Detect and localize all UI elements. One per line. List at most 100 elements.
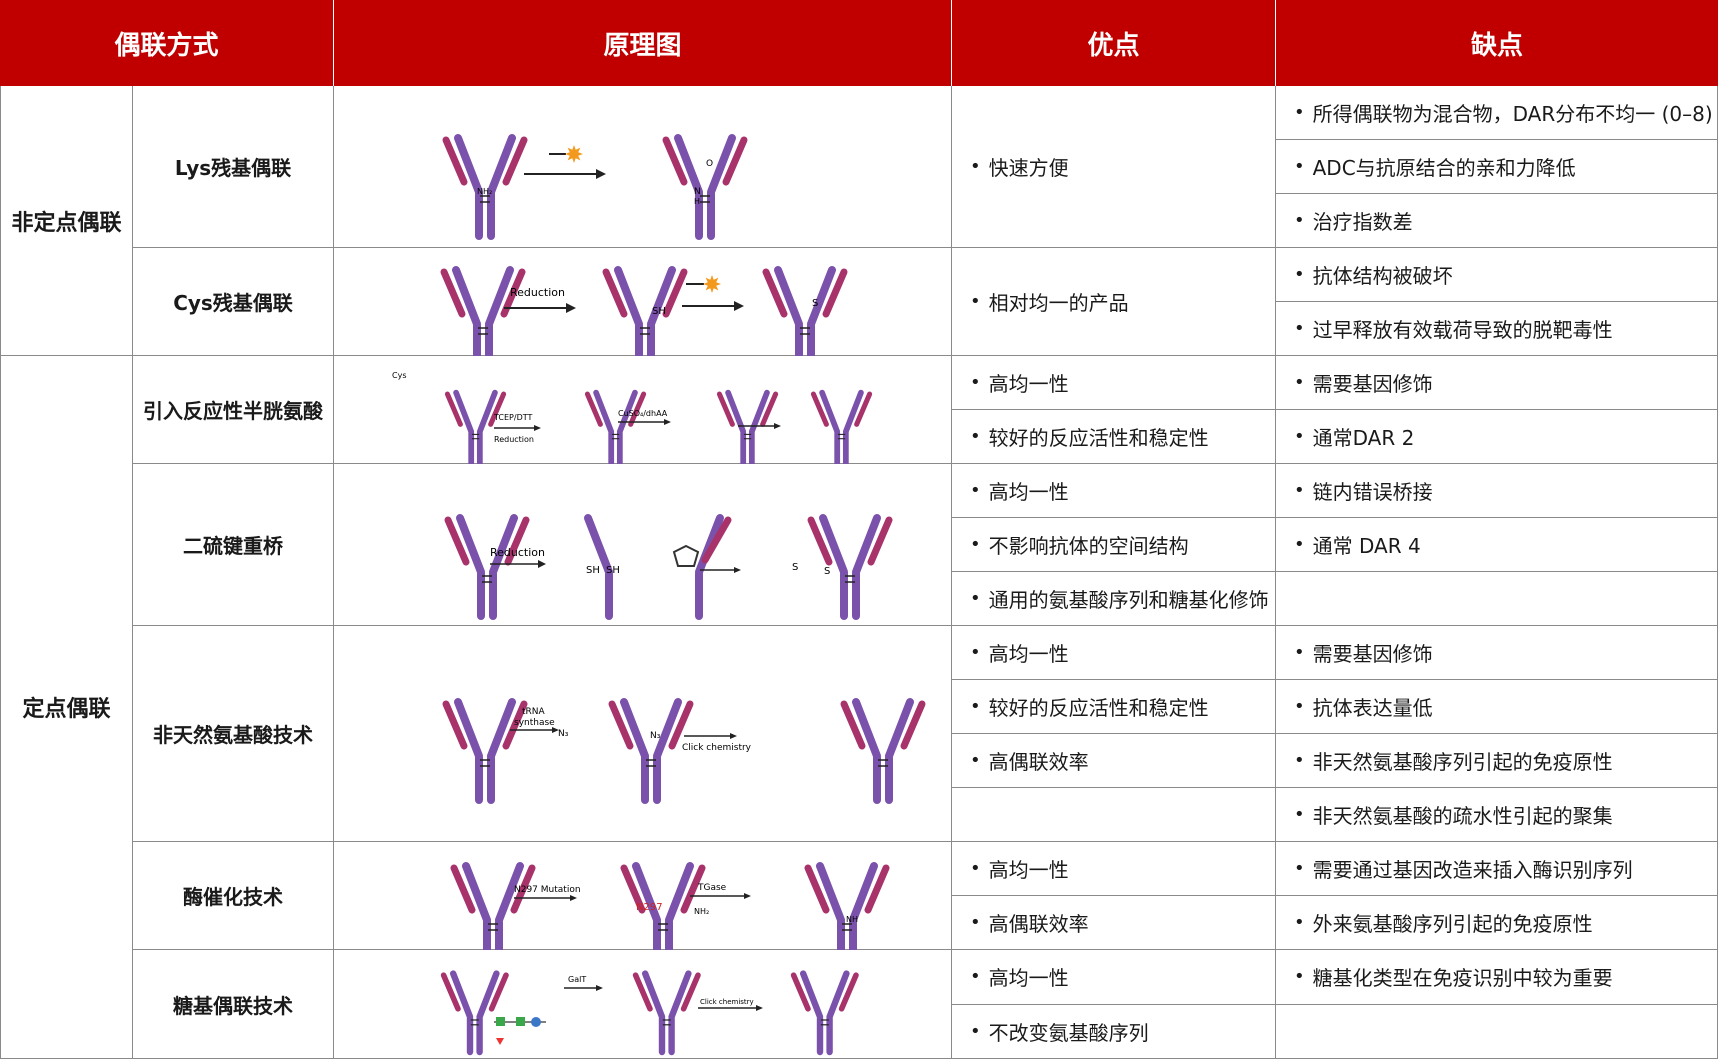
diagram-cys: Reduction SH S	[334, 248, 952, 356]
bullet-icon: •	[970, 696, 981, 717]
cons-cell: •抗体表达量低	[1276, 680, 1718, 734]
category-site: 定点偶联	[0, 356, 133, 1059]
pros-item: 高均一性	[988, 858, 1069, 882]
antibody-icon	[444, 513, 530, 620]
label-click2: Click chemistry	[700, 998, 754, 1006]
arrow-icon	[618, 418, 671, 425]
label-h: H	[694, 197, 700, 206]
label-sh3: SH	[606, 565, 620, 576]
arrow-icon	[490, 559, 546, 568]
pros-cell: •高均一性	[952, 842, 1276, 896]
diagram-engcys: Cys TCEP/DTT Reduction CuSO₄/dhAA	[334, 356, 952, 464]
pros-cell: •相对均一的产品	[952, 248, 1276, 356]
method-lys: Lys残基偶联	[133, 86, 334, 248]
header-pros: 优点	[952, 0, 1276, 86]
payload-icon	[549, 144, 583, 163]
cons-item: 需要基因修饰	[1312, 642, 1433, 666]
payload-star-icon	[565, 144, 583, 163]
antibody-icon	[440, 265, 526, 356]
arrow-icon	[700, 566, 741, 573]
cons-cell: • 外来氨基酸序列引起的免疫原性	[1276, 896, 1718, 950]
bullet-icon: •	[970, 750, 981, 771]
bullet-icon: •	[970, 534, 981, 555]
bullet-icon: •	[1294, 642, 1305, 663]
header-method: 偶联方式	[0, 0, 334, 86]
diagram-glycan: GalT Click chemistry	[334, 950, 952, 1059]
label-sh: SH	[652, 306, 666, 317]
label-n3b: N₃	[650, 731, 661, 741]
pros-item: 不影响抗体的空间结构	[988, 534, 1189, 558]
method-glycan: 糖基偶联技术	[133, 950, 334, 1059]
bullet-icon: •	[1294, 102, 1305, 123]
diagram-enzyme: N297 Mutation N297 TGase NH₂ NH	[334, 842, 952, 950]
pros-cell: •高均一性	[952, 950, 1276, 1005]
label-n297: N297	[636, 902, 663, 913]
label-s2: S	[792, 562, 798, 573]
bullet-icon: •	[1294, 318, 1305, 339]
pros-cell: • 不影响抗体的空间结构	[952, 518, 1276, 572]
label-sh2: SH	[586, 565, 600, 576]
diagram-engcys-svg: Cys TCEP/DTT Reduction CuSO₄/dhAA	[392, 371, 873, 464]
cons-cell: •通常 DAR 4	[1276, 518, 1718, 572]
arrow-icon	[510, 726, 559, 733]
bullet-icon: •	[1294, 156, 1305, 177]
antibody-icon	[840, 697, 926, 804]
cons-item: 外来氨基酸序列引起的免疫原性	[1312, 912, 1593, 936]
label-cys: Cys	[392, 371, 407, 380]
bullet-icon: •	[1294, 858, 1305, 879]
pros-cell: • 高偶联效率	[952, 734, 1276, 788]
pros-item: 快速方便	[988, 156, 1069, 180]
bullet-icon: •	[1294, 966, 1305, 988]
cons-item: ADC与抗原结合的亲和力降低	[1312, 156, 1576, 180]
label-s: S	[812, 298, 818, 309]
arrow-icon	[524, 168, 606, 179]
arrow-icon	[738, 422, 781, 429]
method-unnatural: 非天然氨基酸技术	[133, 626, 334, 842]
antibody-icon	[602, 265, 688, 356]
pros-cell: •不改变氨基酸序列	[952, 1004, 1276, 1059]
pros-item: 高均一性	[988, 966, 1069, 991]
bullet-icon: •	[1294, 912, 1305, 933]
bullet-icon: •	[970, 156, 981, 177]
header-diagram: 原理图	[334, 0, 952, 86]
pros-item: 高均一性	[988, 480, 1069, 504]
antibody-icon	[450, 861, 536, 950]
bullet-icon: •	[970, 642, 981, 663]
pros-cell: •较好的反应活性和稳定性	[952, 410, 1276, 464]
label-nh: NH	[846, 915, 858, 924]
cons-cell: • ADC与抗原结合的亲和力降低	[1276, 140, 1718, 194]
antibody-icon	[608, 697, 694, 804]
antibody-icon	[804, 861, 890, 950]
diagram-unnatural-svg: tRNA synthase N₃ N₃ Click chemistry	[442, 697, 926, 804]
pros-cell: •高均一性	[952, 464, 1276, 518]
bullet-icon: •	[1294, 480, 1305, 501]
pros-item: 高均一性	[988, 642, 1069, 666]
bullet-icon: •	[970, 912, 981, 933]
bullet-icon: •	[1294, 804, 1305, 825]
label-o: O	[706, 159, 713, 169]
antibody-icon	[442, 697, 528, 804]
diagram-disulfide-svg: Reduction SH SH S S	[444, 513, 893, 620]
label-n297m: N297 Mutation	[514, 885, 581, 895]
header-cons: 缺点	[1276, 0, 1718, 86]
arrow-icon	[494, 424, 541, 431]
pros-item: 高偶联效率	[988, 750, 1089, 774]
arrow-icon	[690, 892, 751, 899]
antibody-icon	[584, 389, 647, 464]
cons-cell: •通常DAR 2	[1276, 410, 1718, 464]
pros-item: 高偶联效率	[988, 912, 1089, 936]
diagram-lys: NH₂ N H O	[334, 86, 952, 248]
label-nh2: NH₂	[477, 187, 492, 196]
antibody-icon	[662, 133, 748, 240]
arrow-icon	[504, 302, 576, 313]
arrow-icon	[514, 894, 577, 901]
cons-item: 所得偶联物为混合物，DAR分布不均一 (0–8)	[1312, 102, 1713, 126]
cons-cell: • 需要基因修饰	[1276, 626, 1718, 680]
label-reduction3: Reduction	[490, 546, 545, 559]
label-tcep: TCEP/DTT	[493, 413, 532, 422]
label-n3: N₃	[558, 729, 569, 739]
pros-cell: •高均一性	[952, 356, 1276, 410]
diagram-lys-svg: NH₂ N H O	[442, 133, 748, 240]
pros-item: 较好的反应活性和稳定性	[988, 696, 1209, 720]
